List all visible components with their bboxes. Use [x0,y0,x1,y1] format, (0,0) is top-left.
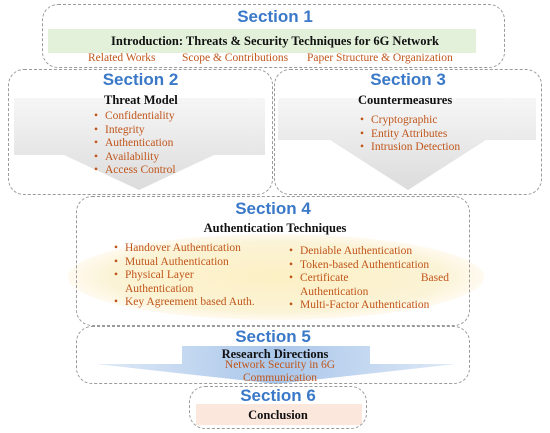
auth-item: Physical Layer Authentication [114,269,264,296]
research-directions-heading: Research Directions [221,347,329,361]
section-5-title: Section 5 [235,327,311,346]
link-related-works: Related Works [88,52,156,64]
countermeasure-item: Entity Attributes [360,128,460,142]
section-3-box [274,69,542,195]
conclusion-band [196,404,362,425]
countermeasure-item: Cryptographic [360,114,460,128]
countermeasures-list: Cryptographic Entity Attributes Intrusio… [360,114,460,155]
section-4-box [76,196,470,326]
intro-heading: Introduction: Threats & Security Techniq… [111,34,439,48]
auth-item: Handover Authentication [114,242,264,256]
section-1-title: Section 1 [237,7,313,26]
research-arrow [96,346,456,384]
threat-item: Access Control [94,164,176,178]
auth-right-list: Deniable Authentication Token-based Auth… [289,245,449,313]
section-6-box [189,386,367,429]
threat-item: Integrity [94,124,176,138]
section-2-box [8,69,273,195]
auth-item: Mutual Authentication [114,256,264,270]
threat-item: Confidentiality [94,110,176,124]
auth-techniques-heading: Authentication Techniques [203,221,347,235]
section-5-box [76,326,470,384]
auth-item: Certificate Based Authentication [289,272,449,299]
section-3-title: Section 3 [370,70,446,89]
link-scope-contributions: Scope & Contributions [182,52,289,64]
countermeasure-item: Intrusion Detection [360,141,460,155]
auth-item: Deniable Authentication [289,245,449,259]
auth-item: Multi-Factor Authentication [289,299,449,313]
threat-item: Authentication [94,137,176,151]
threat-item: Availability [94,151,176,165]
section-6-title: Section 6 [240,386,316,405]
countermeasures-heading: Countermeasures [358,93,453,107]
auth-left-list: Handover Authentication Mutual Authentic… [114,242,264,310]
threat-model-heading: Threat Model [104,93,178,107]
auth-item: Token-based Authentication [289,259,449,273]
auth-item: Key Agreement based Auth. [114,296,264,310]
section-4-title: Section 4 [235,199,311,218]
link-paper-structure: Paper Structure & Organization [307,52,453,64]
research-subtext: Network Security in 6G Communication [224,359,336,384]
threat-model-list: Confidentiality Integrity Authentication… [94,110,176,178]
section-2-title: Section 2 [102,70,179,89]
section-1-box [42,4,505,68]
intro-band [48,29,476,53]
conclusion-heading: Conclusion [248,408,308,422]
